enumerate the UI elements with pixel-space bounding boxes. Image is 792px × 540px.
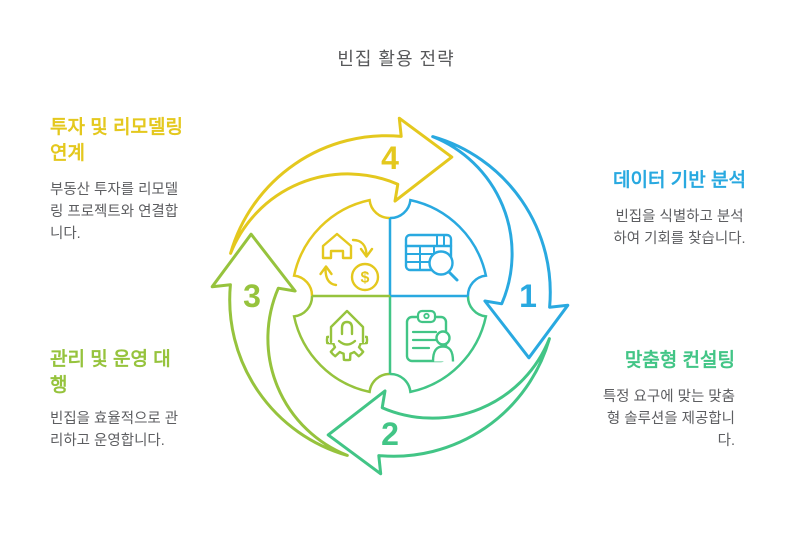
step-2-description: 특정 요구에 맞는 맞춤 형 솔루션을 제공합니 다. [602, 389, 735, 449]
arrow-step-4 [229, 116, 454, 255]
step-number-2: 2 [381, 416, 399, 452]
inner-circle-quadrant-green [389, 295, 488, 394]
divider-top-right [388, 218, 468, 298]
step-block-2: 맞춤형 컨설팅 특정 요구에 맞는 맞춤 형 솔루션을 제공합니 다. [523, 348, 735, 452]
inner-circle-quadrant-yellow [292, 198, 391, 297]
step-block-3: 관리 및 운영 대 행 빈집을 효율적으로 관 리하고 운영합니다. [50, 347, 260, 452]
page-title: 빈집 활용 전략 [337, 49, 455, 69]
arrow-step-2 [326, 337, 551, 476]
inner-circle-quadrant-blue [389, 198, 488, 297]
step-4-title: 투자 및 리모델링 연계 [50, 117, 183, 164]
house-money-icon: $ [319, 232, 380, 292]
step-number-1: 1 [519, 278, 537, 314]
step-1-description: 빈집을 식별하고 분석 하여 기회를 찾습니다. [613, 209, 746, 247]
step-number-3: 3 [243, 278, 261, 314]
step-3-title: 관리 및 운영 대 행 [50, 349, 171, 396]
step-1-title: 데이터 기반 분석 [613, 170, 746, 191]
arrow-step-3 [210, 232, 349, 457]
clipboard-person-icon [405, 309, 455, 363]
svg-text:$: $ [361, 270, 370, 287]
step-block-1: 데이터 기반 분석 빈집을 식별하고 분석 하여 기회를 찾습니다. [582, 168, 777, 250]
arrow-step-1 [431, 135, 570, 360]
step-block-4: 투자 및 리모델링 연계 부동산 투자를 리모델 링 프로젝트와 연결합 니다. [50, 115, 260, 245]
inner-circle-quadrant-lime [292, 295, 391, 394]
house-gear-icon [325, 309, 369, 362]
table-search-icon [404, 233, 459, 282]
step-3-description: 빈집을 효율적으로 관 리하고 운영합니다. [50, 411, 179, 449]
step-number-4: 4 [381, 140, 399, 176]
step-4-description: 부동산 투자를 리모델 링 프로젝트와 연결합 니다. [50, 182, 179, 242]
step-2-title: 맞춤형 컨설팅 [624, 350, 735, 371]
